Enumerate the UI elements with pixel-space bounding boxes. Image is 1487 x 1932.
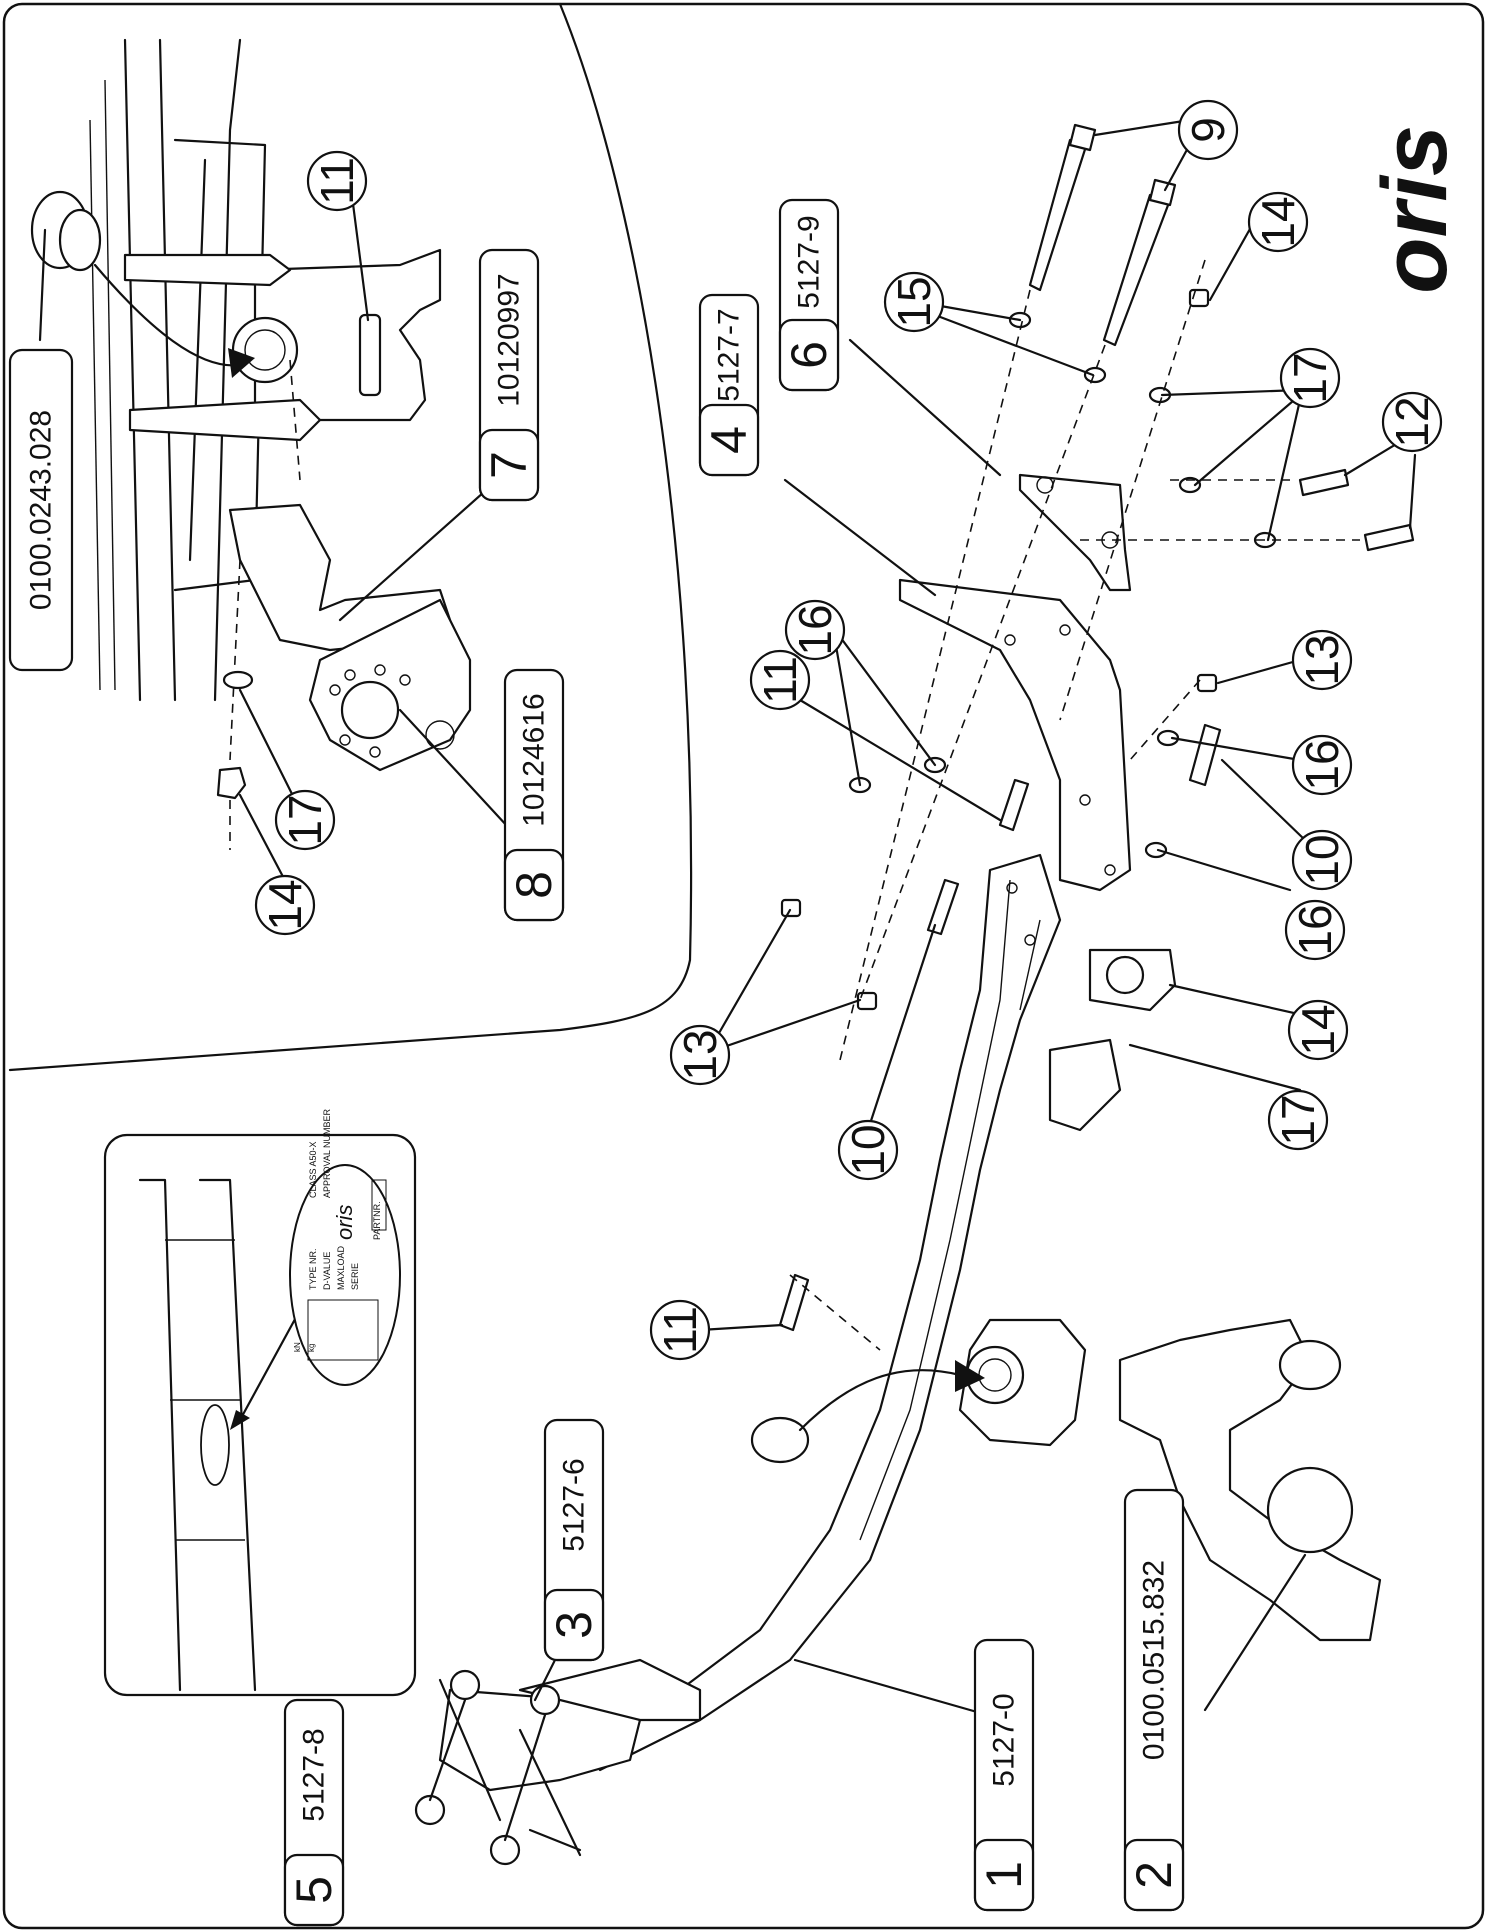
label-part-3: 3 5127-6 (543, 1418, 605, 1662)
callout-12: 12 (1381, 391, 1443, 453)
callout-10-a: 10 (1291, 829, 1353, 891)
callout-bubbles: 11 9 14 15 17 12 13 16 10 16 16 13 11 10… (254, 99, 1443, 1361)
svg-text:16: 16 (1296, 739, 1348, 790)
callout-11-top: 11 (306, 150, 368, 212)
svg-text:2: 2 (1126, 1861, 1182, 1889)
callout-16-c: 16 (784, 599, 846, 661)
plate-logo-text: oris (332, 1205, 357, 1240)
label-part-2: 2 0100.0515.832 (1123, 1488, 1185, 1912)
svg-text:13: 13 (1296, 634, 1348, 685)
callout-13-a: 13 (1291, 629, 1353, 691)
svg-text:11: 11 (654, 1306, 706, 1354)
svg-text:0100.0243.028: 0100.0243.028 (25, 410, 58, 610)
brand-logo: oris (1364, 125, 1466, 294)
svg-text:5127-0: 5127-0 (988, 1693, 1021, 1786)
label-part-8: 8 10124616 (503, 668, 565, 922)
svg-text:8: 8 (506, 871, 562, 899)
label-part-7: 7 10120997 (478, 248, 540, 502)
callout-14-a: 14 (1247, 191, 1309, 253)
svg-text:10124616: 10124616 (518, 693, 551, 826)
svg-text:16: 16 (1289, 904, 1341, 955)
svg-text:5: 5 (286, 1876, 342, 1904)
callout-14-b: 14 (1287, 999, 1349, 1061)
plate-class-text: CLASS A50-X (308, 1141, 318, 1198)
svg-text:12: 12 (1386, 396, 1438, 447)
svg-text:10120997: 10120997 (493, 273, 526, 406)
callout-13-b: 13 (669, 1024, 731, 1086)
svg-text:17: 17 (279, 794, 331, 845)
svg-text:4: 4 (701, 426, 757, 454)
callout-14-c: 14 (254, 874, 316, 936)
callout-16-a: 16 (1291, 734, 1353, 796)
svg-text:10: 10 (1296, 834, 1348, 885)
svg-text:14: 14 (1252, 196, 1304, 247)
svg-text:11: 11 (311, 157, 363, 205)
callout-11-low: 11 (649, 1299, 711, 1361)
part-labels: 0100.0243.028 7 10120997 8 10124616 4 51… (8, 198, 1185, 1927)
svg-text:15: 15 (888, 276, 940, 327)
callout-10-b: 10 (837, 1119, 899, 1181)
svg-text:14: 14 (259, 879, 311, 930)
label-part-5: 5 5127-8 (283, 1698, 345, 1927)
plate-serie-text: SERIE (350, 1263, 360, 1290)
svg-text:17: 17 (1272, 1094, 1324, 1145)
callout-11-mid: 11 (749, 649, 811, 711)
label-part-6: 6 5127-9 (778, 198, 840, 392)
callout-15: 15 (883, 271, 945, 333)
callout-17-a: 17 (1279, 347, 1341, 409)
svg-text:5127-8: 5127-8 (298, 1728, 331, 1821)
approval-plate-inset: CLASS A50-X APPROVAL NUMBER oris TYPE NR… (103, 1108, 417, 1697)
svg-text:1: 1 (976, 1861, 1032, 1889)
svg-text:6: 6 (781, 341, 837, 369)
plate-approval-text: APPROVAL NUMBER (322, 1108, 332, 1198)
svg-text:0100.0515.832: 0100.0515.832 (1138, 1560, 1171, 1760)
svg-text:11: 11 (754, 656, 806, 704)
svg-text:3: 3 (546, 1611, 602, 1639)
svg-text:9: 9 (1182, 117, 1234, 143)
callout-17-b: 17 (1267, 1089, 1329, 1151)
label-seal-kit: 0100.0243.028 (8, 348, 74, 672)
detail-separator (8, 2, 693, 1072)
callout-17-c: 17 (274, 789, 336, 851)
callout-16-b: 16 (1284, 899, 1346, 961)
svg-text:10: 10 (842, 1124, 894, 1175)
plate-maxload-text: MAXLOAD (336, 1245, 346, 1290)
plate-dvalue-text: D-VALUE (322, 1252, 332, 1290)
plate-partnr-text: PARTNR. (372, 1201, 382, 1240)
svg-text:13: 13 (674, 1029, 726, 1080)
main-assembly-drawing (414, 123, 1415, 1866)
svg-text:16: 16 (789, 604, 841, 655)
callout-9: 9 (1177, 99, 1239, 161)
plate-type-text: TYPE NR. (308, 1248, 318, 1290)
svg-text:5127-9: 5127-9 (793, 215, 826, 308)
svg-text:5127-6: 5127-6 (558, 1458, 591, 1551)
svg-text:14: 14 (1292, 1004, 1344, 1055)
chassis-detail-drawing (30, 38, 472, 850)
svg-text:7: 7 (481, 451, 537, 479)
svg-text:5127-7: 5127-7 (713, 308, 746, 401)
svg-text:17: 17 (1284, 352, 1336, 403)
label-part-4: 4 5127-7 (698, 293, 760, 477)
label-part-1: 1 5127-0 (973, 1638, 1035, 1912)
leader-lines (38, 118, 1417, 1857)
plate-kn-unit: kN (293, 1342, 302, 1352)
plate-kg-unit: kg (307, 1344, 316, 1352)
